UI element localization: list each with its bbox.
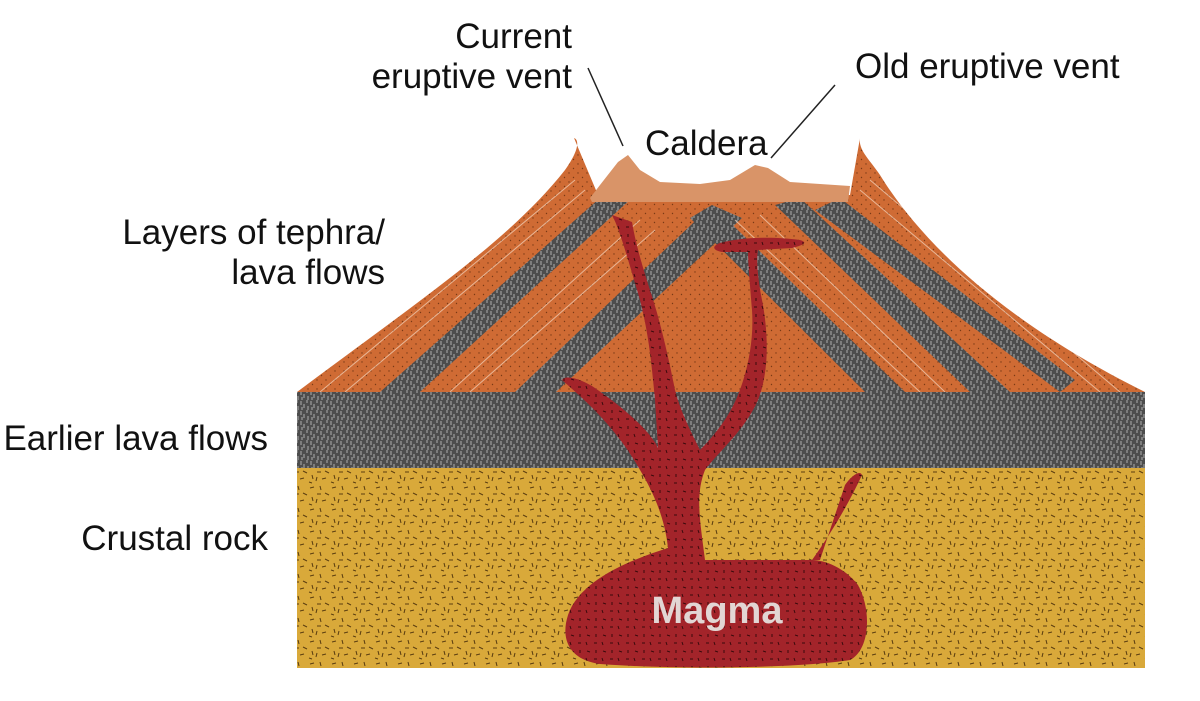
label-layers-line2: lava flows [231, 253, 385, 292]
volcano-cone [297, 138, 1145, 392]
label-old-vent: Old eruptive vent [855, 47, 1120, 86]
label-earlier-lava: Earlier lava flows [3, 419, 268, 458]
label-layers-line1: Layers of tephra/ [122, 213, 385, 252]
caldera-fill [590, 155, 850, 202]
label-current-vent-line1: Current [455, 17, 572, 56]
magma-body [562, 215, 868, 668]
label-current-vent-line2: eruptive vent [372, 57, 573, 96]
label-crustal-rock: Crustal rock [81, 519, 268, 558]
current-vent-pointer [587, 67, 624, 147]
old-vent-pointer [770, 84, 836, 159]
label-caldera: Caldera [645, 124, 768, 163]
label-magma: Magma [652, 590, 784, 632]
